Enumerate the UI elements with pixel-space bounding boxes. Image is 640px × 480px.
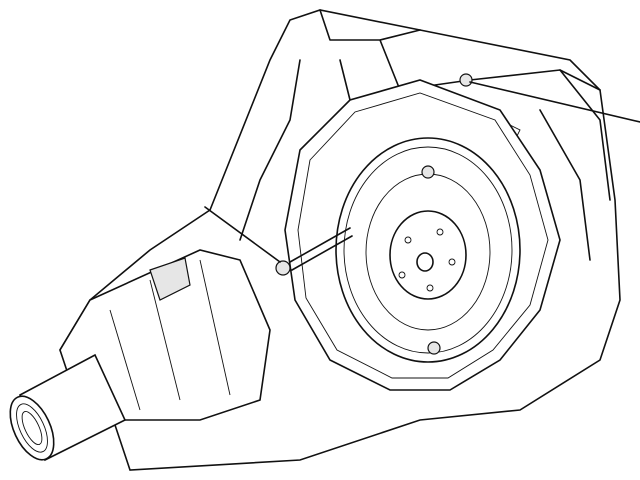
- bolt-icon: [421, 165, 435, 179]
- bolt-icon: [427, 341, 441, 355]
- sensor-icon: [459, 73, 473, 87]
- nut-icon: [275, 260, 291, 276]
- tail-shaft: [9, 353, 127, 462]
- leader-line: [469, 81, 640, 123]
- leader-line: [204, 206, 281, 263]
- mounting-bolts: [275, 73, 473, 355]
- callout-leader-lines: [204, 81, 640, 263]
- flexplate: [335, 137, 521, 363]
- extension-housing: [59, 249, 271, 421]
